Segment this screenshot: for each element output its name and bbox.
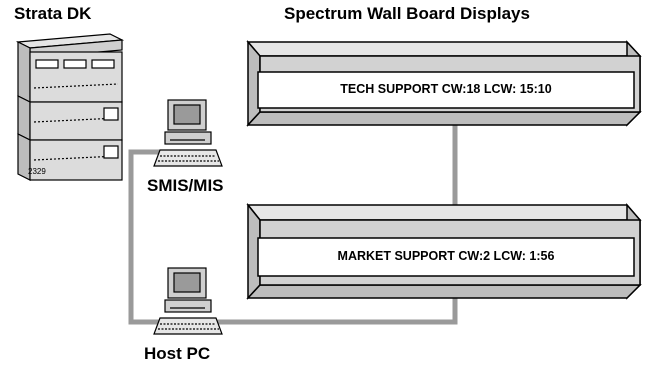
wallboard-market-support [246,202,642,300]
wallboard-2-text: MARKET SUPPORT CW:2 LCW: 1:56 [337,249,555,263]
wallboard-1-display [257,71,635,109]
cabinet-module-middle [17,95,123,141]
wallboard-2-top [246,204,642,221]
smis-base [164,131,212,145]
smis-screen [173,104,201,125]
host-screen [173,272,201,293]
unit-id-label: 2329 [28,167,46,176]
smis-keyboard [153,149,223,167]
host-pc-label: Host PC [144,344,211,363]
strata-dk-cabinet [15,33,125,181]
wallboard-1-bottom [246,111,642,126]
smis-computer [153,99,223,167]
strata-to-host-cable [128,149,458,325]
strata-dk-label: Strata DK [14,4,92,23]
smis-mis-label: SMIS/MIS [147,176,224,195]
host-keyboard [153,317,223,335]
wallboard-tech-support [246,39,642,127]
host-base [164,299,212,313]
host-pc-computer [153,267,223,335]
wallboard-1-top [246,41,642,57]
wallboard-2-display [257,237,635,277]
wallboard-1-text: TECH SUPPORT CW:18 LCW: 15:10 [340,82,552,96]
spectrum-heading: Spectrum Wall Board Displays [284,4,530,23]
cabinet-module-bottom [17,133,123,181]
wallboard-2-bottom [246,284,642,299]
